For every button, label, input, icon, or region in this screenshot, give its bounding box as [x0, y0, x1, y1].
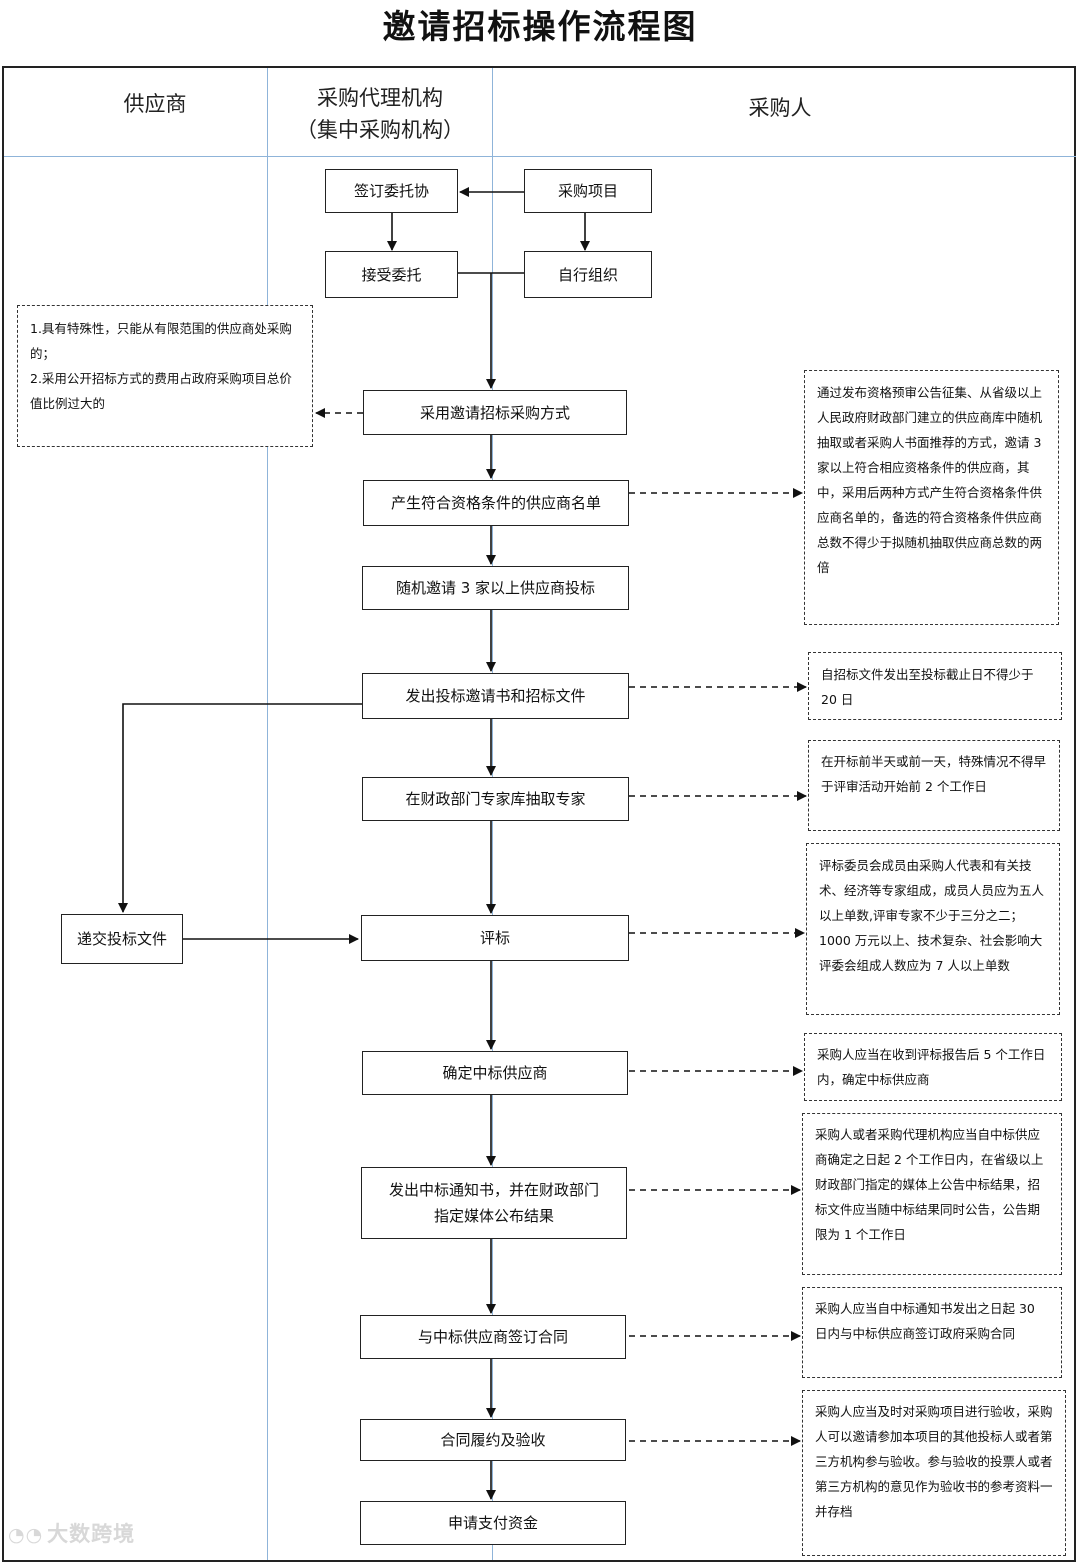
- step-invitation-method: 采用邀请招标采购方式: [363, 390, 627, 435]
- step-submit-bid: 递交投标文件: [61, 914, 183, 964]
- step-procurement-project: 采购项目: [524, 169, 652, 213]
- note-contract-timing: 采购人应当自中标通知书发出之日起 30 日内与中标供应商签订政府采购合同: [802, 1287, 1062, 1378]
- step-issue-documents: 发出投标邀请书和招标文件: [362, 673, 629, 719]
- step-award-notice: 发出中标通知书，并在财政部门 指定媒体公布结果: [361, 1167, 627, 1239]
- note-publish-result: 采购人或者采购代理机构应当自中标供应商确定之日起 2 个工作日内，在省级以上财政…: [802, 1113, 1062, 1275]
- watermark-logo-icon: ◔◔: [8, 1524, 44, 1546]
- arrow-issue-to-submit: [118, 703, 362, 913]
- lane-header-agency-line1: 采购代理机构: [317, 86, 443, 110]
- step-sign-contract: 与中标供应商签订合同: [360, 1315, 626, 1359]
- note-supplier-list-method-text: 通过发布资格预审公告征集、从省级以上人民政府财政部门建立的供应商库中随机抽取或者…: [817, 385, 1043, 575]
- lane-divider-left: [267, 68, 268, 1560]
- step-supplier-list: 产生符合资格条件的供应商名单: [363, 480, 629, 526]
- lane-header-purchaser: 采购人: [748, 96, 812, 120]
- note-winner-timing-text: 采购人应当在收到评标报告后 5 个工作日内，确定中标供应商: [817, 1047, 1046, 1087]
- note-supplier-list-method: 通过发布资格预审公告征集、从省级以上人民政府财政部门建立的供应商库中随机抽取或者…: [804, 370, 1059, 625]
- step-self-organize: 自行组织: [524, 251, 652, 298]
- watermark: ◔◔大数跨境: [8, 1518, 135, 1548]
- step-evaluate: 评标: [361, 915, 629, 961]
- step-accept-entrustment: 接受委托: [325, 251, 458, 298]
- note-expert-timing: 在开标前半天或前一天，特殊情况不得早于评审活动开始前 2 个工作日: [808, 740, 1060, 831]
- lane-header-agency: 采购代理机构 （集中采购机构）: [272, 82, 488, 146]
- note-invitation-conditions: 1.具有特殊性，只能从有限范围的供应商处采购的； 2.采用公开招标方式的费用占政…: [17, 305, 313, 447]
- watermark-text: 大数跨境: [47, 1522, 136, 1546]
- step-confirm-winner: 确定中标供应商: [362, 1051, 628, 1095]
- note-evaluation-committee: 评标委员会成员由采购人代表和有关技术、经济等专家组成，成员人员应为五人以上单数,…: [806, 843, 1060, 1015]
- note-bid-period: 自招标文件发出至投标截止日不得少于 20 日: [808, 652, 1062, 720]
- header-divider: [4, 156, 1076, 157]
- lane-header-agency-line2: （集中采购机构）: [296, 118, 464, 142]
- note-contract-timing-text: 采购人应当自中标通知书发出之日起 30 日内与中标供应商签订政府采购合同: [815, 1301, 1035, 1341]
- lane-header-supplier: 供应商: [123, 92, 187, 116]
- step-sign-entrustment: 签订委托协: [325, 169, 458, 213]
- note-bid-period-text: 自招标文件发出至投标截止日不得少于 20 日: [821, 667, 1034, 707]
- note-acceptance-text: 采购人应当及时对采购项目进行验收，采购人可以邀请参加本项目的其他投标人或者第三方…: [815, 1404, 1053, 1519]
- note-publish-result-text: 采购人或者采购代理机构应当自中标供应商确定之日起 2 个工作日内，在省级以上财政…: [815, 1127, 1044, 1242]
- note-invitation-conditions-text: 1.具有特殊性，只能从有限范围的供应商处采购的； 2.采用公开招标方式的费用占政…: [30, 321, 292, 411]
- note-acceptance: 采购人应当及时对采购项目进行验收，采购人可以邀请参加本项目的其他投标人或者第三方…: [802, 1390, 1066, 1556]
- note-winner-timing: 采购人应当在收到评标报告后 5 个工作日内，确定中标供应商: [804, 1033, 1062, 1101]
- page-title: 邀请招标操作流程图: [382, 7, 698, 46]
- note-evaluation-committee-text: 评标委员会成员由采购人代表和有关技术、经济等专家组成，成员人员应为五人以上单数,…: [819, 858, 1045, 973]
- step-draw-experts: 在财政部门专家库抽取专家: [362, 777, 629, 821]
- step-random-invite: 随机邀请 3 家以上供应商投标: [362, 566, 629, 610]
- step-acceptance: 合同履约及验收: [360, 1419, 626, 1461]
- step-apply-payment: 申请支付资金: [360, 1501, 626, 1545]
- note-expert-timing-text: 在开标前半天或前一天，特殊情况不得早于评审活动开始前 2 个工作日: [821, 754, 1047, 794]
